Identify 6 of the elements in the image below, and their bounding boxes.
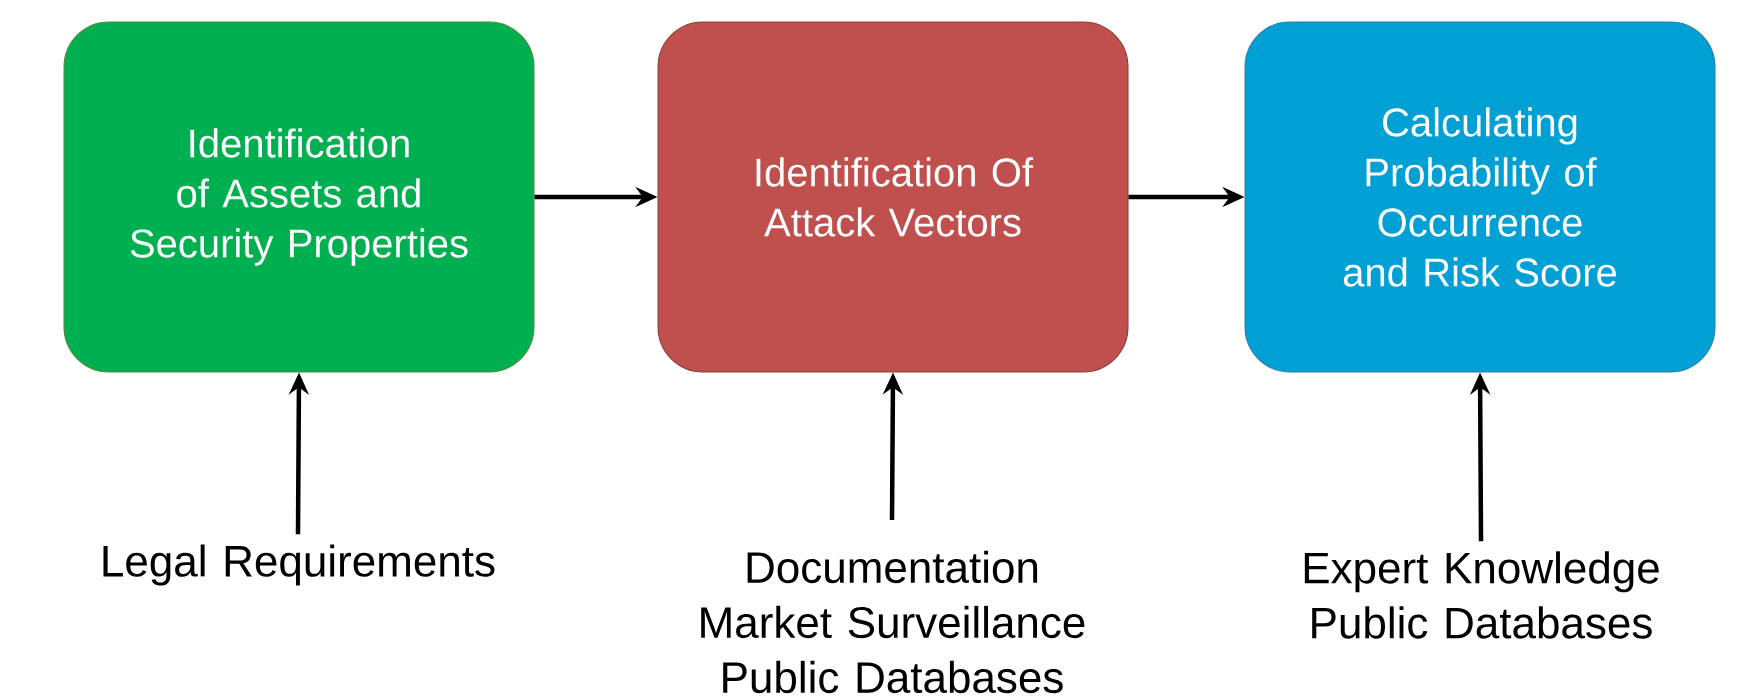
input-label: Documentation Market Surveillance Public Databases bbox=[701, 550, 1085, 694]
process-box: Identification of Assets and Security Properties bbox=[63, 21, 535, 373]
input-label: Expert Knowledge Public Databases bbox=[1304, 551, 1659, 639]
process-box: Calculating Probability of Occurrence and Risk Score bbox=[1244, 21, 1716, 373]
input-label: Legal Requirements bbox=[103, 544, 495, 586]
process-box: Identification Of Attack Vectors bbox=[657, 21, 1129, 373]
